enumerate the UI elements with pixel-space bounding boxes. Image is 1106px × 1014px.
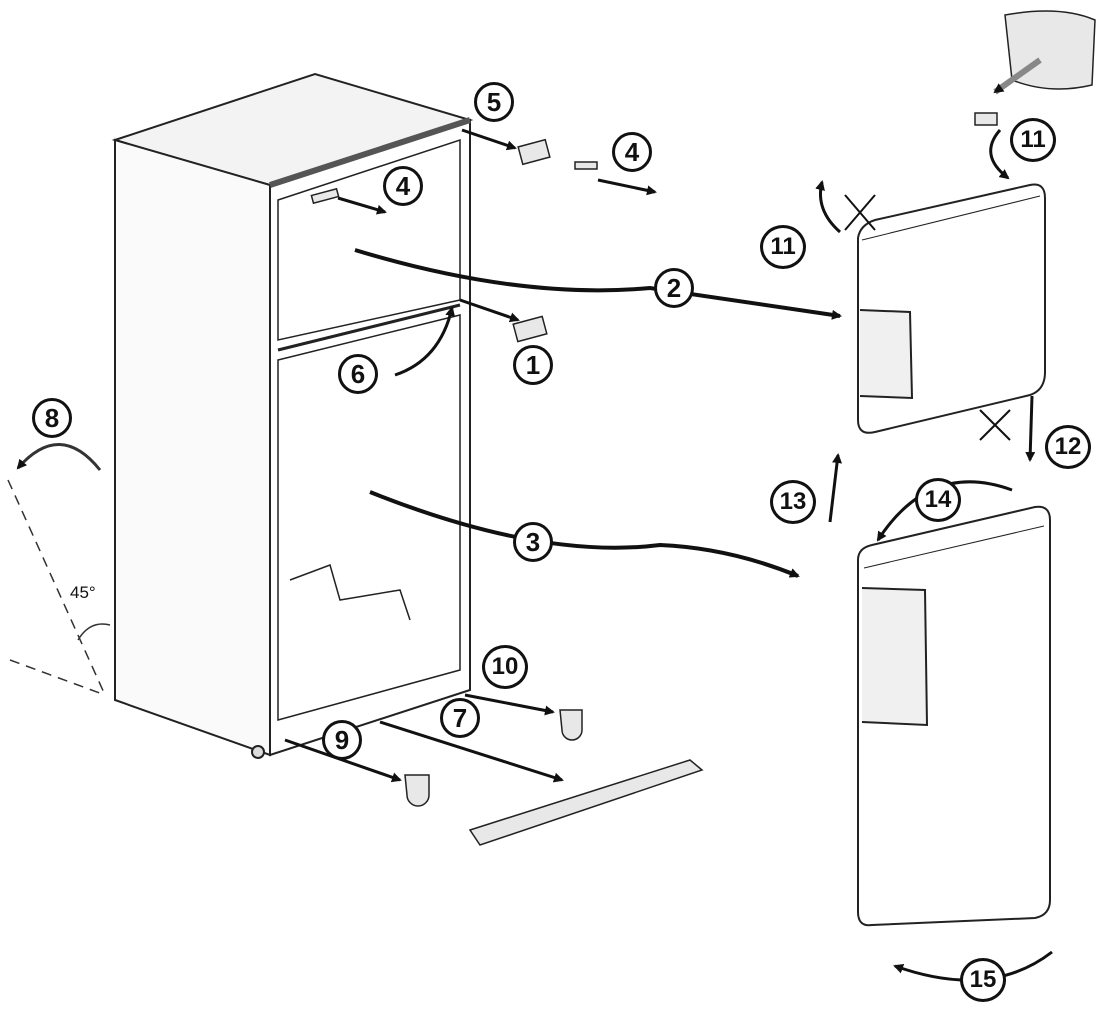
tilt-indicator [7,443,111,696]
callout-15: 15 [960,958,1006,1002]
callout-3: 3 [513,522,553,562]
fridge-opening [277,314,461,721]
arrow-1 [459,298,520,323]
inner-shelf-shape [289,564,411,621]
callout-4-right: 4 [612,132,652,172]
callout-11-right: 11 [1010,118,1056,162]
middle-hinge-part [512,315,548,343]
top-hinge-strip [269,117,471,188]
crossed-out-markers [844,194,1011,441]
callout-11-left: 11 [760,225,806,269]
bag-arrow [993,57,1042,95]
hinge-cover-part [574,161,598,170]
callout-9: 9 [322,720,362,760]
angle-label: 45° [70,583,96,602]
arrow-6 [394,306,456,377]
fridge-door [857,505,1051,927]
arrow-4-right [597,178,657,196]
arrow-7 [379,720,564,783]
bottom-hinge-part-right [559,709,583,741]
arrow-3 [369,490,800,578]
tilt-dashed-line [7,479,106,696]
arrow-11-right [989,129,1010,180]
kickplate [468,759,704,846]
callout-7: 7 [440,698,480,738]
arrow-10 [464,693,555,716]
fridge-door-handle [861,587,929,727]
callout-10: 10 [482,645,528,689]
callout-4-left: 4 [383,166,423,206]
arrow-4-left [337,196,387,215]
callout-8: 8 [32,398,72,438]
arrow-13 [828,453,843,523]
refrigerator-cabinet [111,72,474,759]
freezer-door-handle [859,309,914,400]
callout-2: 2 [654,268,694,308]
freezer-door [857,183,1046,434]
callout-13: 13 [770,480,816,524]
floor-dashed-line [9,659,106,696]
arrow-12 [1025,395,1036,462]
freezer-cover-piece [310,187,340,205]
bottom-hinge-part-left [404,774,430,807]
top-hinge-part [517,138,551,166]
middle-divider [277,303,461,352]
fridge-door-edge [863,525,1045,569]
callout-14: 14 [915,478,961,522]
freezer-door-edge [861,195,1041,241]
callout-5: 5 [474,82,514,122]
arrow-11-left [815,180,841,234]
arrow-9 [284,738,402,783]
callout-1: 1 [513,345,553,385]
tilt-arrow-8 [16,443,102,471]
arrow-2 [354,248,842,320]
label-card [974,112,998,126]
callout-12: 12 [1045,425,1091,469]
arrow-5 [461,128,517,151]
cabinet-side [114,138,271,757]
angle-arc [77,623,111,641]
cabinet-foot [251,745,265,759]
callout-6: 6 [338,354,378,394]
